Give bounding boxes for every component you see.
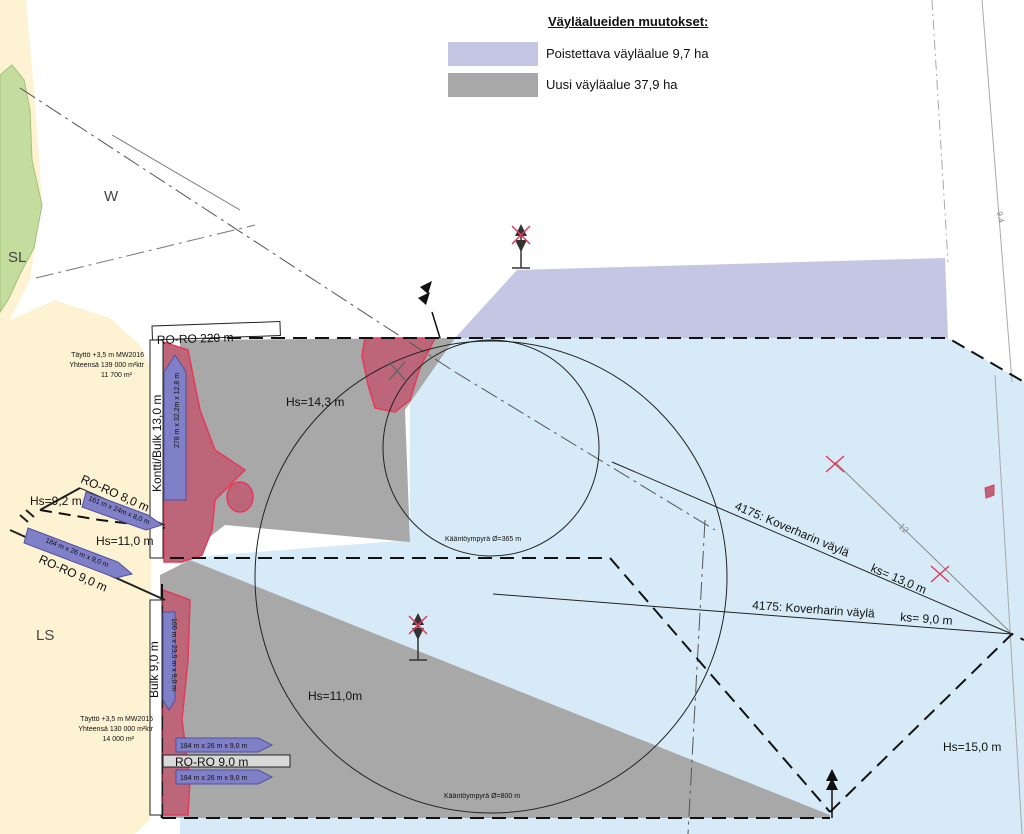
turning-circle-large — [254, 340, 728, 814]
cross-mark-east-1 — [825, 455, 845, 473]
fairway-boundary-outer — [829, 632, 1024, 813]
ship-184m-c — [175, 769, 274, 785]
alignment-line-zone — [35, 224, 256, 279]
ship-label-184c: 184 m x 26 m x 9,0 m — [180, 775, 247, 782]
fill-note-south: Täyttö +3,5 m MW2016 Yhteensä 130 000 m²… — [78, 716, 155, 743]
marker-leading-north — [418, 281, 441, 339]
fairway-line-lower — [492, 593, 1013, 635]
legend-label-new: Uusi väyläalue 37,9 ha — [546, 77, 678, 92]
legend-label-removed: Poistettava väyläalue 9,7 ha — [546, 46, 709, 61]
alignment-line-main-2 — [454, 371, 716, 531]
marker-removed-north — [511, 224, 531, 269]
quay-kontti-bulk — [149, 339, 164, 559]
fairway-line-upper — [611, 461, 1013, 635]
cross-mark-east-2 — [930, 565, 950, 583]
pink-area-north — [361, 337, 437, 413]
pink-speck — [984, 484, 995, 499]
alignment-line-zone-2 — [111, 134, 241, 211]
legend-swatch-new — [448, 73, 538, 97]
berth-label-roro-220: RO-RO 220 m — [157, 330, 234, 347]
depth-label-15-0: Hs=15,0 m — [943, 740, 1001, 754]
alignment-line-main — [19, 87, 456, 373]
grid-line-b — [981, 0, 1013, 383]
depth-label-11-0-quay: Hs=11,0 m — [96, 534, 153, 548]
leading-line-12 — [834, 461, 1013, 635]
ship-184m-a — [23, 527, 134, 579]
fairway-depth-lower: ks= 9,0 m — [900, 610, 953, 628]
berth-label-roro-9-south: RO-RO 9,0 m — [175, 755, 248, 769]
fill-note-north: Täyttö +3,5 m MW2016 Yhteensä 139 000 m²… — [69, 352, 146, 379]
turning-circle-label-large: Kääntöympyrä Ø=800 m — [444, 793, 520, 800]
ship-label-184b: 184 m x 26 m x 9,0 m — [180, 743, 247, 750]
removed-fairway-area — [455, 258, 948, 338]
ship-184m-b — [175, 737, 274, 753]
new-fairway-area-south — [160, 560, 830, 818]
legend-title: Väyläalueiden muutokset: — [548, 14, 709, 29]
turning-circle-label-small: Kääntöympyrä Ø=365 m — [445, 536, 521, 543]
legend-swatch-removed — [448, 42, 538, 66]
berth-label-bulk-9: Bulk 9,0 m — [147, 641, 161, 698]
marker-leading-south — [826, 769, 838, 818]
quay-bulk-south — [149, 599, 163, 816]
pink-patch — [226, 481, 254, 513]
depth-label-9-2: Hs=9,2 m — [30, 494, 82, 508]
grid-line-c — [994, 374, 1023, 834]
quay-roro-8 — [39, 487, 81, 511]
alignment-line-vertical — [687, 519, 706, 834]
grid-line-a — [931, 0, 949, 263]
berth-label-kontti-bulk: Kontti/Bulk 13,0 m — [150, 395, 164, 492]
fairway-boundary-inner — [170, 557, 831, 813]
ship-278m — [163, 354, 187, 501]
legend-item-removed: Poistettava väyläalue 9,7 ha — [448, 42, 748, 66]
ship-label-160: 160 m x 23,5 m x 9,0 m — [170, 618, 177, 691]
pier-stub — [19, 509, 35, 523]
zone-label-w: W — [104, 188, 119, 205]
ship-160m — [162, 611, 176, 711]
grid-label-94: 9.4 — [995, 211, 1006, 224]
fairway-boundary-north — [183, 337, 1024, 383]
quay-roro-220 — [151, 321, 281, 341]
ship-label-278: 278 m x 32,2m x 12,8 m — [174, 373, 181, 448]
ship-161m — [81, 491, 164, 531]
zone-label-ls: LS — [36, 627, 54, 644]
marker-removed-center — [408, 613, 428, 661]
zone-label-sl: SL — [8, 249, 26, 266]
turning-circle-small — [382, 339, 600, 557]
depth-label-11-0: Hs=11,0m — [308, 689, 362, 703]
cross-mark-north — [388, 361, 406, 381]
quay-roro-south — [162, 754, 291, 768]
legend-item-new: Uusi väyläalue 37,9 ha — [448, 73, 748, 97]
depth-label-14-3: Hs=14,3 m — [286, 395, 344, 409]
green-area-sl — [0, 64, 43, 313]
